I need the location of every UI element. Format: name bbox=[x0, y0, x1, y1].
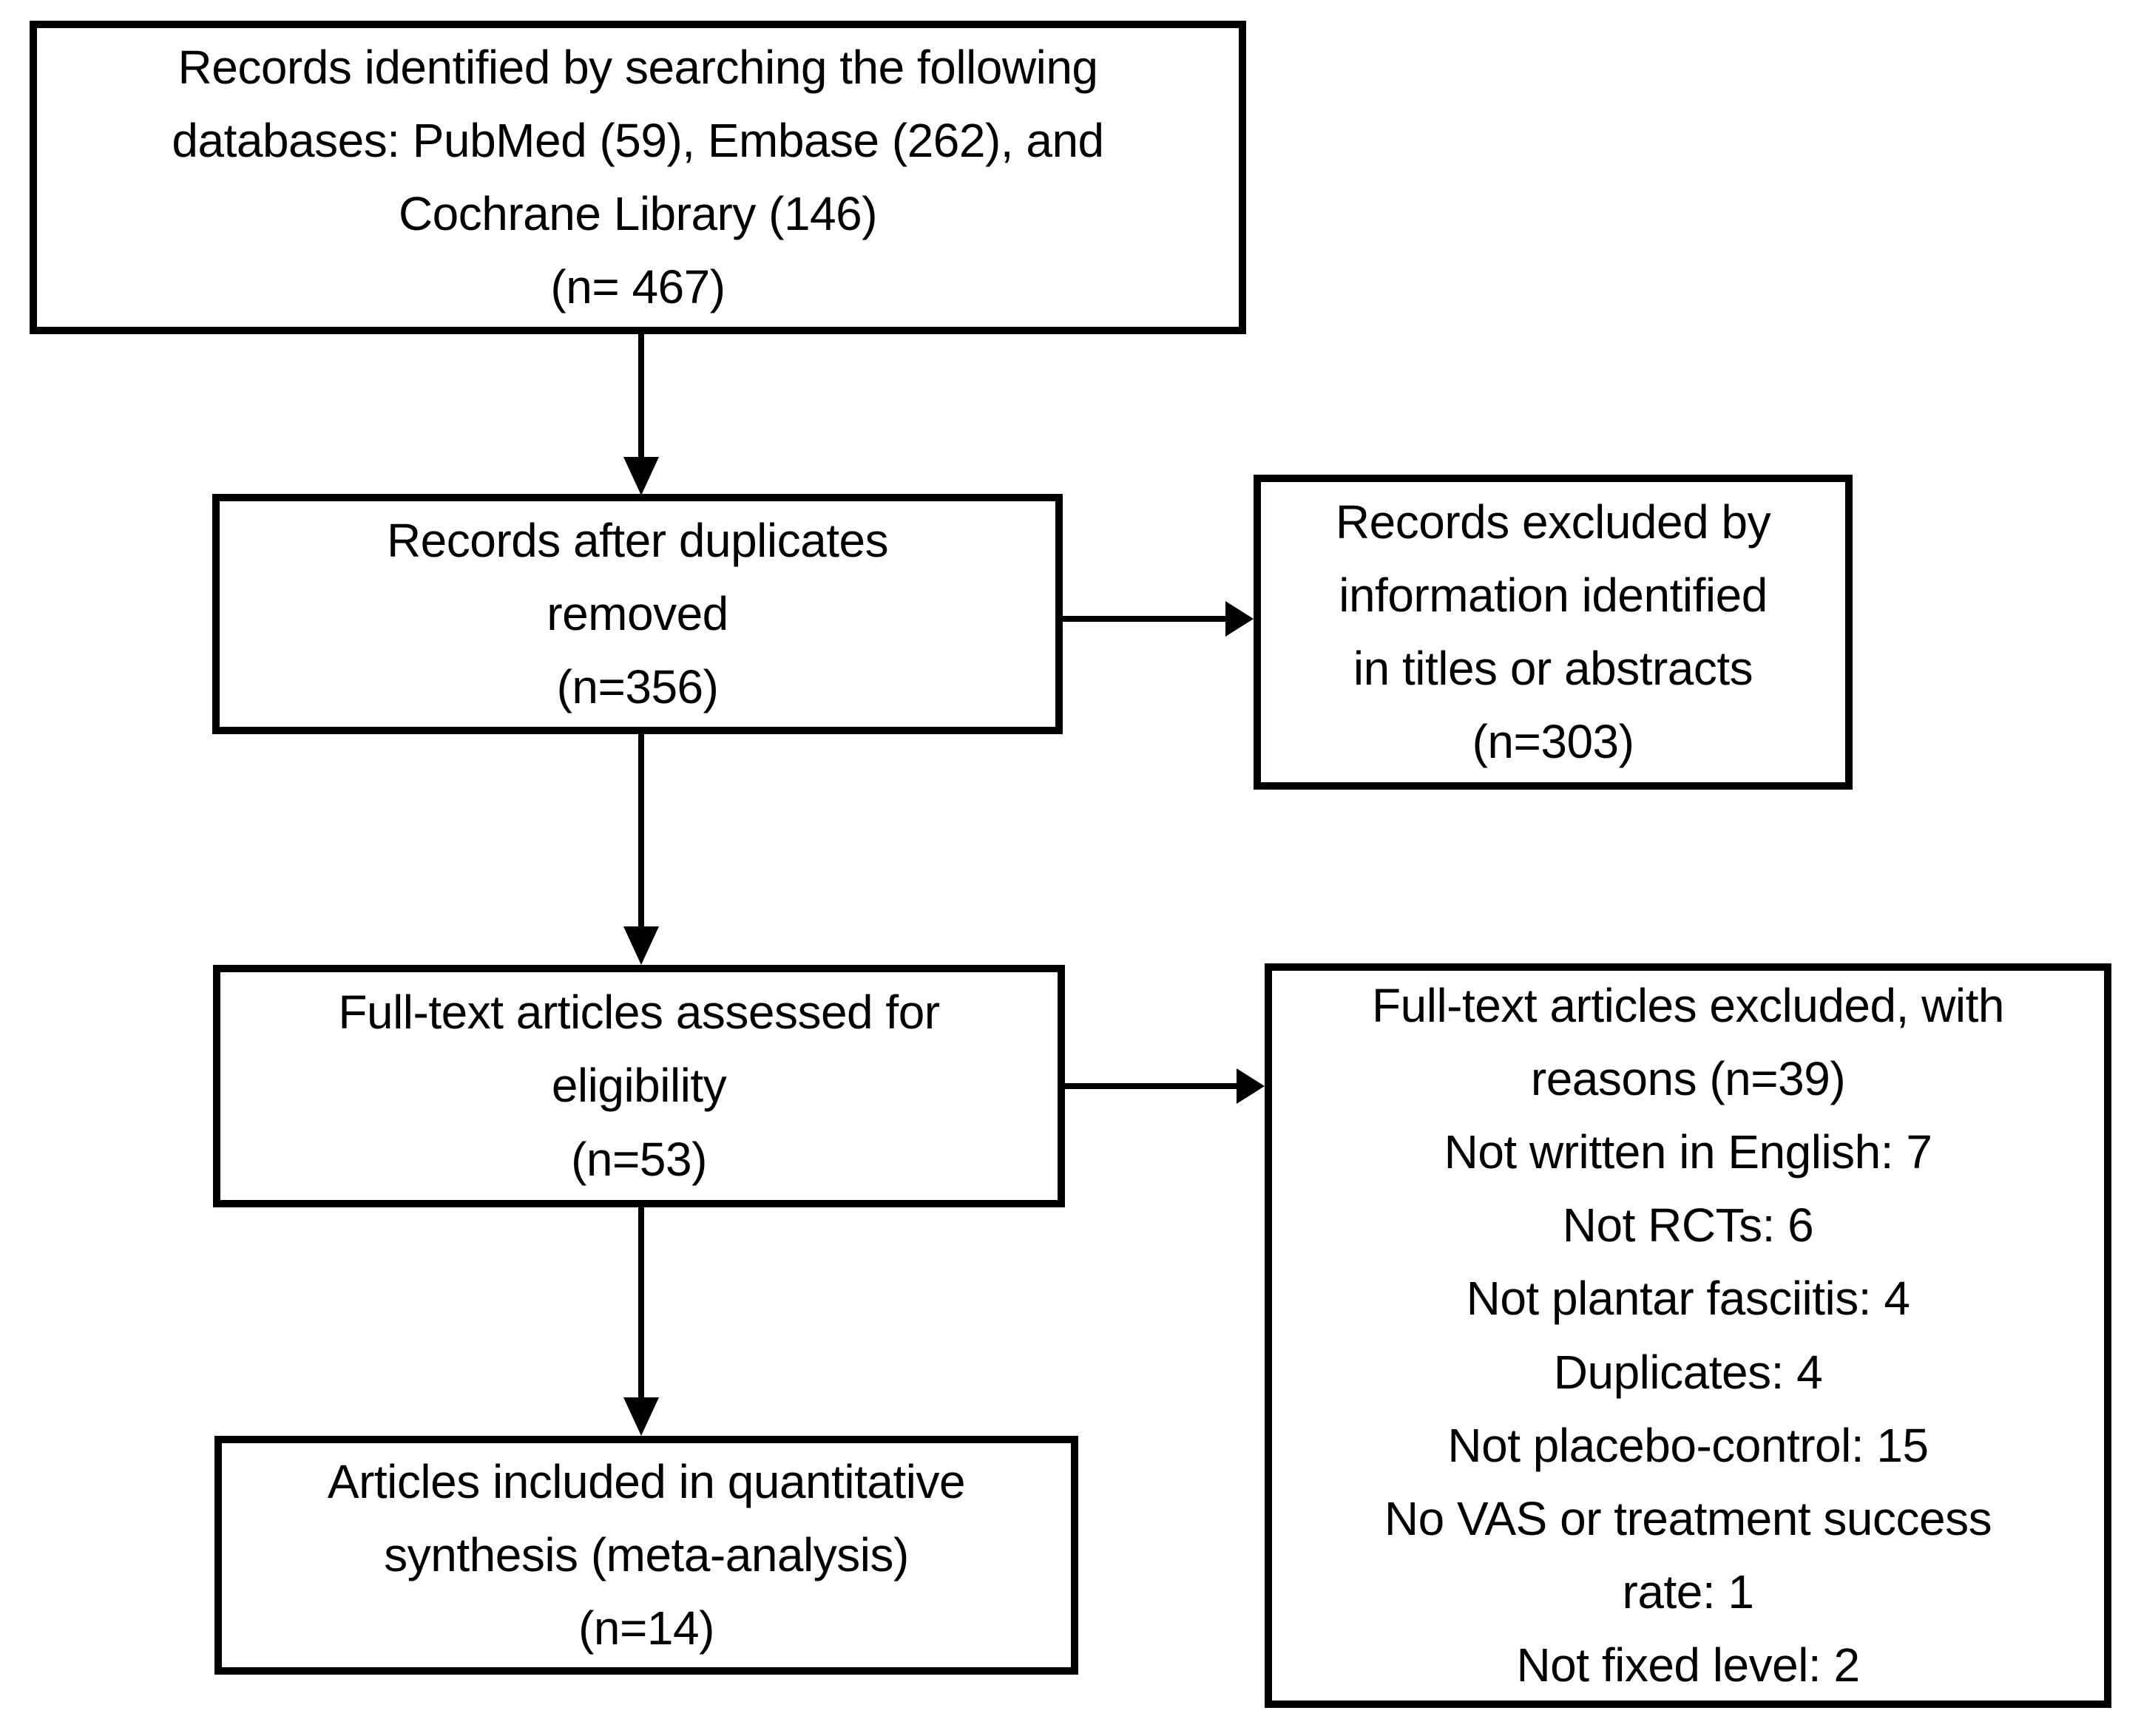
arrow-dedup-to-excluded-head bbox=[1225, 601, 1254, 637]
box-fulltext-excluded-reasons-text: Full-text articles excluded, with reason… bbox=[1372, 978, 2004, 1692]
arrow-dedup-to-excluded-shaft bbox=[1063, 616, 1229, 622]
arrow-fulltext-to-included-shaft bbox=[638, 1207, 644, 1400]
box-records-excluded-titles-abstracts: Records excluded by information identifi… bbox=[1254, 475, 1853, 790]
box-duplicates-removed-text: Records after duplicates removed (n=356) bbox=[386, 513, 889, 714]
arrow-fulltext-to-excluded-shaft bbox=[1065, 1083, 1239, 1089]
arrow-dedup-to-fulltext-shaft bbox=[638, 734, 644, 928]
box-records-excluded-titles-abstracts-text: Records excluded by information identifi… bbox=[1335, 495, 1771, 769]
box-duplicates-removed: Records after duplicates removed (n=356) bbox=[212, 494, 1063, 734]
arrow-fulltext-to-included-head bbox=[623, 1397, 659, 1436]
box-articles-included-text: Articles included in quantitative synthe… bbox=[327, 1454, 966, 1655]
arrow-fulltext-to-excluded-head bbox=[1237, 1068, 1265, 1104]
arrow-identification-to-dedup-shaft bbox=[638, 334, 644, 460]
box-fulltext-assessed: Full-text articles assessed for eligibil… bbox=[213, 965, 1065, 1207]
box-articles-included: Articles included in quantitative synthe… bbox=[214, 1436, 1078, 1675]
box-records-identified: Records identified by searching the foll… bbox=[30, 21, 1246, 334]
arrow-dedup-to-fulltext-head bbox=[623, 926, 659, 965]
box-fulltext-excluded-reasons: Full-text articles excluded, with reason… bbox=[1265, 963, 2111, 1708]
box-fulltext-assessed-text: Full-text articles assessed for eligibil… bbox=[338, 986, 940, 1186]
arrow-identification-to-dedup-head bbox=[623, 457, 659, 495]
box-records-identified-text: Records identified by searching the foll… bbox=[172, 40, 1104, 314]
